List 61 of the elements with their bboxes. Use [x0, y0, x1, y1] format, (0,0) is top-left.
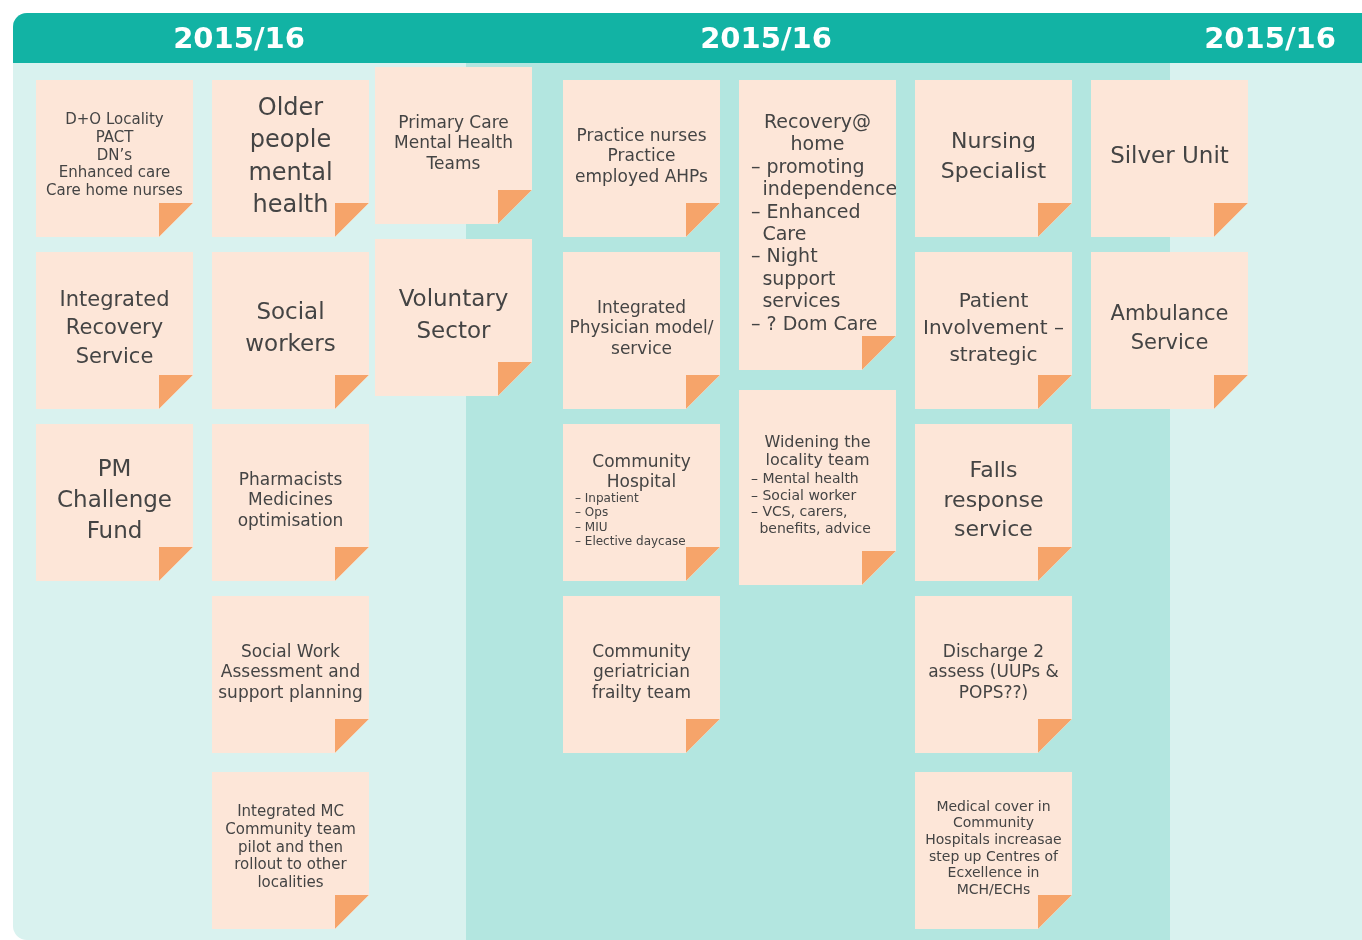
- note-title: Recovery@ home: [762, 109, 873, 155]
- sticky-note: [1091, 252, 1248, 409]
- note-text: – MIU: [576, 519, 608, 534]
- note-text: – Mental health: [753, 470, 859, 487]
- note-title: Patient Involvement – strategic: [922, 287, 1065, 368]
- sticky-note: [212, 424, 369, 581]
- sticky-note: [915, 424, 1072, 581]
- note-title: Integrated MC Community team pilot and then rollout to other localities: [224, 803, 357, 892]
- note-title: Social workers: [244, 297, 337, 358]
- sticky-note: [212, 772, 369, 929]
- note-title: Pharmacists Medicines optimisation: [236, 469, 345, 530]
- sticky-note: [375, 239, 532, 396]
- column-heading: 2015/16: [1204, 21, 1336, 55]
- note-title: Integrated Recovery Service: [58, 286, 171, 370]
- note-title: Older people mental health: [247, 91, 334, 220]
- note-title: Discharge 2 assess (UUPs & POPS??): [927, 641, 1060, 702]
- sticky-note: [915, 252, 1072, 409]
- note-text: Practice employed AHPs: [574, 145, 709, 186]
- note-title: Widening the locality team: [763, 432, 872, 471]
- note-title: Medical cover in Community Hospitals increasae step up Centres of Ecxellence in MCH/ECHs: [924, 797, 1063, 898]
- note-text: – VCS, carers, benefits, advice: [753, 503, 872, 537]
- sticky-note: [915, 80, 1072, 237]
- note-text: PACT: [95, 128, 134, 147]
- sticky-note: [36, 424, 193, 581]
- note-title: Integrated Physician model/ service: [569, 297, 714, 358]
- note-text: – Elective daycase: [576, 533, 686, 548]
- sticky-note: [375, 67, 532, 224]
- note-title: Voluntary Sector: [397, 284, 510, 345]
- note-text: – Inpatient: [576, 491, 639, 506]
- sticky-note: [739, 390, 896, 585]
- sticky-note: [212, 596, 369, 753]
- sticky-note: [36, 80, 193, 237]
- sticky-note: [915, 772, 1072, 929]
- note-title: Social Work Assessment and support planning: [218, 641, 363, 702]
- note-title: Community Hospital: [591, 451, 692, 492]
- note-title: Practice nurses: [576, 125, 707, 146]
- sticky-note: [563, 252, 720, 409]
- column-heading: 2015/16: [700, 21, 832, 55]
- note-title: Community geriatrician frailty team: [590, 641, 693, 702]
- note-title: D+O Locality: [65, 111, 164, 129]
- note-title: PM Challenge Fund: [56, 453, 173, 545]
- note-title: Silver Unit: [1110, 140, 1229, 170]
- sticky-note: [212, 252, 369, 409]
- note-text: Enhanced care: [58, 164, 171, 183]
- sticky-note: [563, 424, 720, 581]
- sticky-note: [563, 596, 720, 753]
- sticky-note: [36, 252, 193, 409]
- note-title: Ambulance Service: [1109, 300, 1230, 356]
- note-text: DN’s: [96, 146, 133, 165]
- note-text: Care home nurses: [46, 182, 183, 200]
- note-title: Falls response service: [942, 455, 1045, 544]
- sticky-note: [563, 80, 720, 237]
- column-heading: 2015/16: [173, 21, 305, 55]
- sticky-note: [915, 596, 1072, 753]
- note-title: Primary Care Mental Health Teams: [393, 112, 514, 173]
- sticky-note: [212, 80, 369, 237]
- note-text: – Social worker: [753, 486, 857, 504]
- note-text: – Ops: [576, 505, 609, 520]
- sticky-note: [1091, 80, 1248, 237]
- sticky-note: [739, 80, 896, 370]
- note-title: Nursing Specialist: [939, 126, 1048, 185]
